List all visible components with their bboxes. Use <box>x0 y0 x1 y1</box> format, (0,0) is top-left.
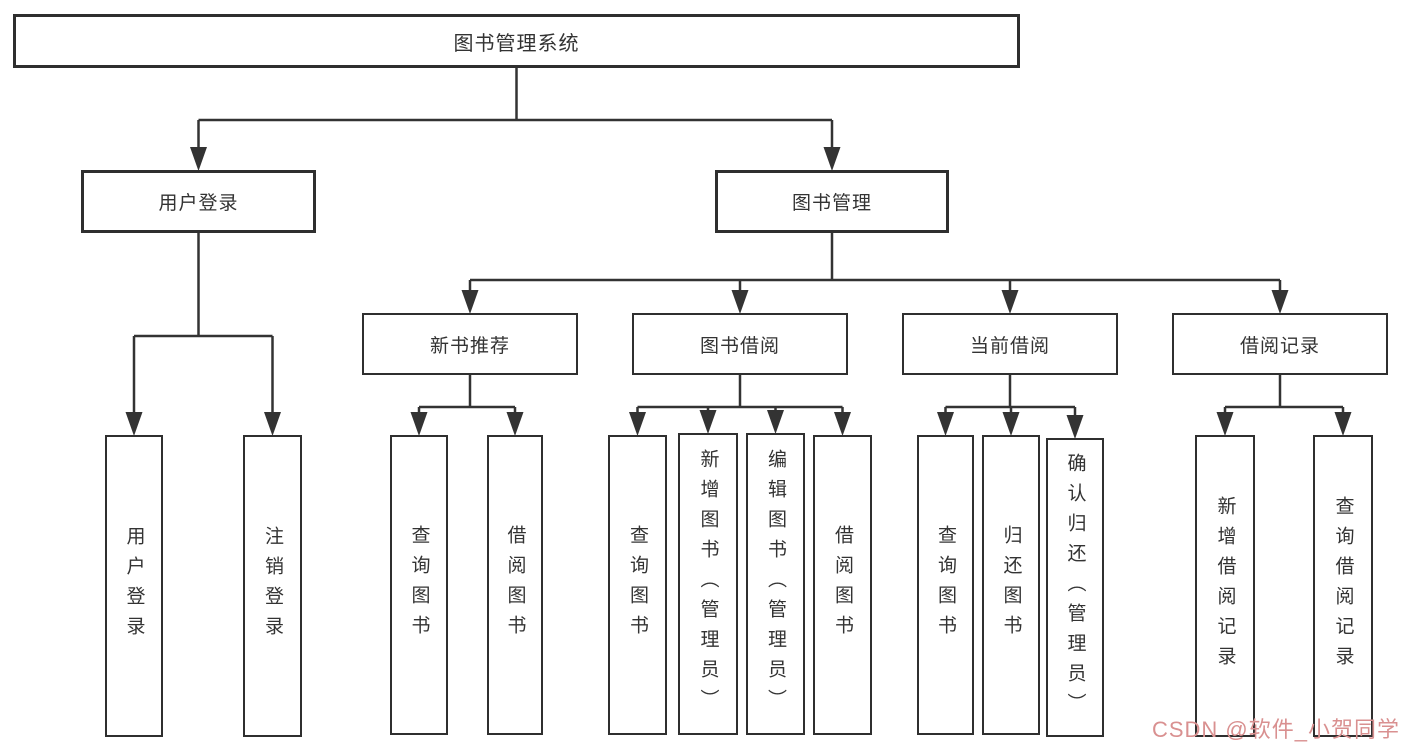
arrowhead-to-leaf-cb-return <box>1002 412 1020 436</box>
node-leaf-br-query: 查询借阅记录 <box>1313 435 1373 737</box>
arrowhead-to-book-borrow <box>731 290 749 314</box>
arrowhead-to-leaf-cb-query <box>937 412 954 436</box>
edge-borrow-records <box>1223 375 1345 416</box>
node-label-borrow-records: 借阅记录 <box>1239 335 1320 357</box>
node-label-leaf-logout: 注销登录 <box>262 526 283 646</box>
node-label-leaf-cb-query: 查询图书 <box>935 525 956 645</box>
node-label-leaf-bb-add: 新增图书（管理员） <box>697 449 719 719</box>
node-label-leaf-cb-confirm: 确认归还（管理员） <box>1064 452 1086 723</box>
node-user-login: 用户登录 <box>81 170 316 233</box>
node-label-leaf-cb-return: 归还图书 <box>1000 525 1022 645</box>
node-label-new-book-rec: 新书推荐 <box>429 335 510 357</box>
node-new-book-rec: 新书推荐 <box>362 313 578 375</box>
node-leaf-logout: 注销登录 <box>243 435 302 737</box>
node-leaf-br-add: 新增借阅记录 <box>1195 435 1255 737</box>
node-book-mgmt: 图书管理 <box>715 170 949 233</box>
node-borrow-records: 借阅记录 <box>1172 313 1388 375</box>
node-label-leaf-user-login: 用户登录 <box>123 526 145 646</box>
node-label-root: 图书管理系统 <box>453 32 580 55</box>
node-leaf-nbr-borrow: 借阅图书 <box>487 435 543 735</box>
node-label-leaf-br-add: 新增借阅记录 <box>1214 496 1236 676</box>
node-leaf-bb-borrow: 借阅图书 <box>813 435 872 735</box>
edge-current-borrow <box>944 375 1077 419</box>
arrowhead-to-leaf-logout <box>264 412 281 436</box>
node-book-borrow: 图书借阅 <box>632 313 848 375</box>
node-leaf-bb-edit: 编辑图书（管理员） <box>746 433 805 735</box>
node-label-book-borrow: 图书借阅 <box>699 335 780 357</box>
arrowhead-to-current-borrow <box>1001 290 1019 314</box>
node-leaf-cb-confirm: 确认归还（管理员） <box>1046 438 1104 737</box>
arrowhead-to-leaf-nbr-borrow <box>506 412 524 436</box>
node-label-book-mgmt: 图书管理 <box>791 193 872 214</box>
csdn-watermark: CSDN @软件_小贺同学 <box>1151 717 1400 742</box>
arrowhead-to-leaf-nbr-query <box>410 412 428 436</box>
node-leaf-nbr-query: 查询图书 <box>390 435 448 735</box>
node-leaf-cb-query: 查询图书 <box>917 435 974 735</box>
edge-user-login <box>132 233 274 416</box>
node-label-leaf-bb-edit: 编辑图书（管理员） <box>765 449 786 719</box>
arrowhead-to-leaf-user-login <box>125 412 143 436</box>
node-label-leaf-bb-query: 查询图书 <box>627 525 648 645</box>
arrowhead-to-leaf-cb-confirm <box>1066 415 1084 439</box>
node-label-user-login: 用户登录 <box>158 193 239 214</box>
node-leaf-user-login: 用户登录 <box>105 435 163 737</box>
node-leaf-cb-return: 归还图书 <box>982 435 1040 735</box>
arrowhead-to-new-book-rec <box>461 290 479 314</box>
node-label-leaf-nbr-query: 查询图书 <box>408 525 430 645</box>
edge-new-book-rec <box>417 375 517 416</box>
arrowhead-to-leaf-bb-edit <box>767 410 784 434</box>
arrowhead-to-leaf-bb-borrow <box>834 412 851 436</box>
edge-book-mgmt <box>468 233 1282 294</box>
arrowhead-to-leaf-br-query <box>1334 412 1352 436</box>
node-leaf-bb-query: 查询图书 <box>608 435 667 735</box>
arrowhead-to-book-mgmt <box>823 147 841 171</box>
arrowhead-to-borrow-records <box>1271 290 1289 314</box>
arrowhead-to-leaf-bb-add <box>699 410 717 434</box>
node-label-leaf-br-query: 查询借阅记录 <box>1332 496 1354 676</box>
node-label-leaf-nbr-borrow: 借阅图书 <box>504 525 526 645</box>
node-leaf-bb-add: 新增图书（管理员） <box>678 433 738 735</box>
arrowhead-to-leaf-bb-query <box>629 412 646 436</box>
node-root: 图书管理系统 <box>13 14 1020 68</box>
node-label-leaf-bb-borrow: 借阅图书 <box>832 525 853 645</box>
node-label-current-borrow: 当前借阅 <box>969 335 1050 357</box>
node-current-borrow: 当前借阅 <box>902 313 1118 375</box>
edge-book-borrow <box>636 375 844 416</box>
edge-root <box>197 68 834 151</box>
arrowhead-to-user-login <box>190 147 207 171</box>
arrowhead-to-leaf-br-add <box>1216 412 1234 436</box>
